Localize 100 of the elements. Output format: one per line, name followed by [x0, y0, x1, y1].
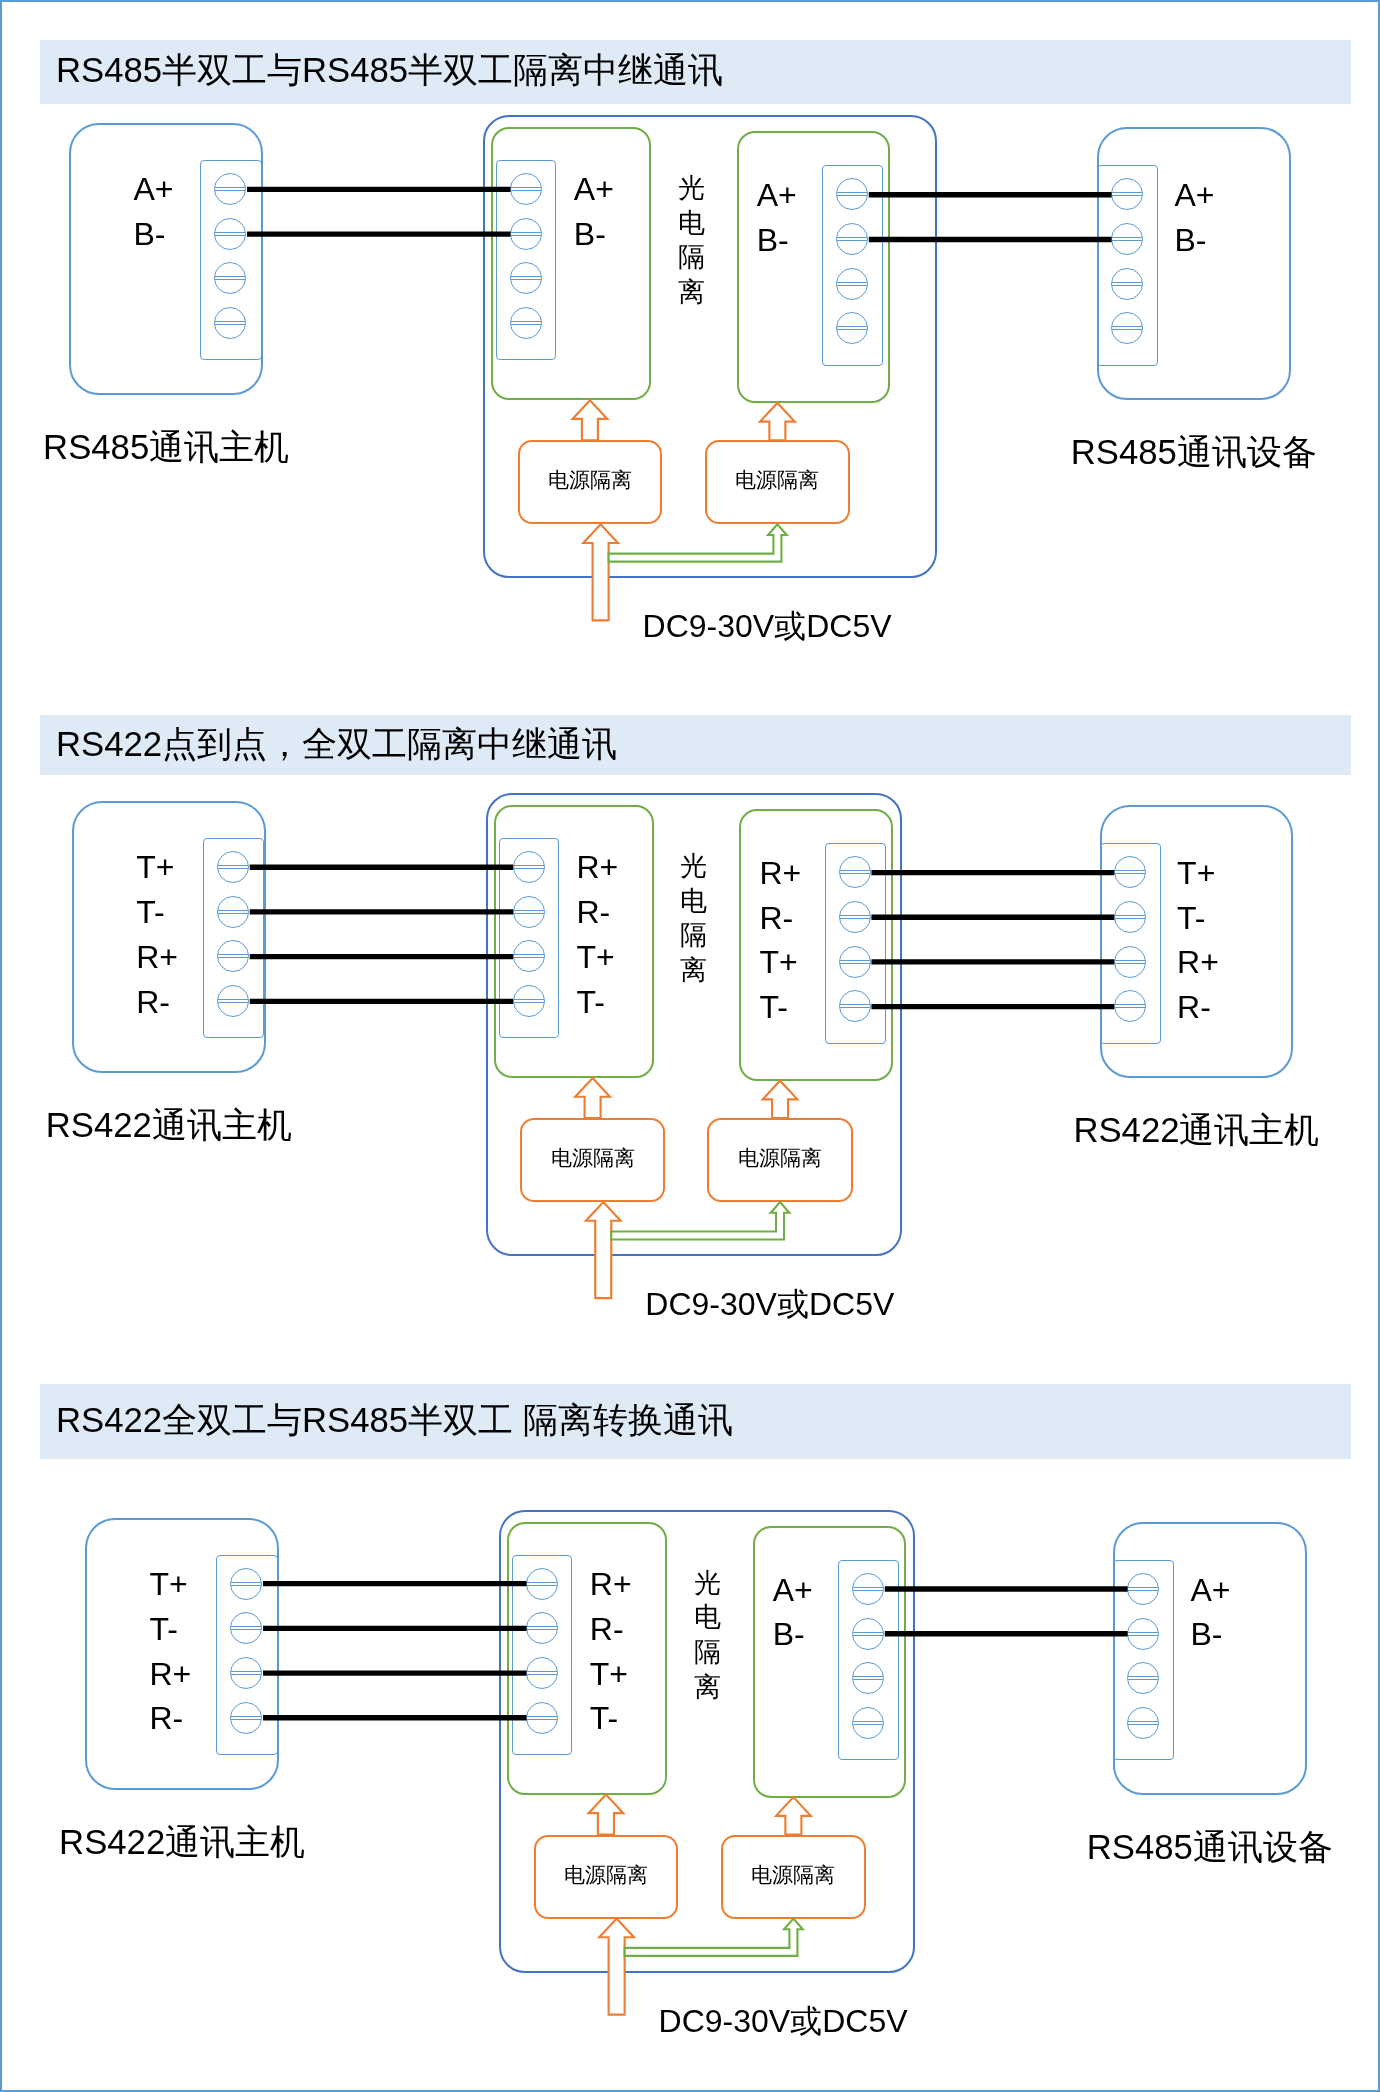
- terminal-label: A+: [133, 173, 174, 206]
- wire: [249, 864, 514, 870]
- terminal-label: R+: [759, 856, 802, 889]
- power-isolation-box: [517, 440, 662, 525]
- screw-terminal: [852, 1617, 885, 1650]
- power-isolation-box: [533, 1835, 678, 1920]
- isolation-label: 光电隔离: [676, 171, 706, 309]
- wire: [871, 869, 1115, 876]
- wire: [263, 1715, 527, 1721]
- power-branch-arrow: [610, 1200, 792, 1241]
- terminal-block: [216, 1554, 278, 1756]
- screw-terminal: [214, 217, 247, 250]
- screw-terminal: [230, 1701, 263, 1734]
- device-caption: RS422通讯主机: [58, 1824, 307, 1860]
- terminal-label: T-: [589, 1702, 619, 1735]
- terminal-label: A+: [772, 1573, 813, 1606]
- terminal-label: A+: [573, 173, 614, 206]
- wire: [249, 998, 514, 1004]
- terminal-block: [499, 838, 560, 1039]
- title-band: [40, 1384, 1351, 1459]
- power-arrow: [596, 1917, 637, 2016]
- terminal-label: R+: [1177, 946, 1219, 979]
- terminal-block: [824, 843, 887, 1044]
- screw-terminal: [836, 223, 869, 256]
- screw-terminal: [1127, 1573, 1160, 1605]
- screw-terminal: [1111, 312, 1144, 345]
- device-caption: RS422通讯主机: [1072, 1113, 1321, 1148]
- wire: [871, 959, 1115, 965]
- device-caption: RS485通讯主机: [42, 429, 291, 465]
- screw-terminal: [230, 1567, 263, 1600]
- terminal-block: [1113, 1560, 1175, 1761]
- power-arrow: [580, 522, 621, 622]
- isolation-side-box: [507, 1521, 668, 1796]
- wire: [263, 1581, 527, 1587]
- screw-terminal: [509, 307, 542, 340]
- screw-terminal: [217, 940, 250, 973]
- box-label: 电源隔离: [734, 470, 821, 492]
- screw-terminal: [836, 267, 869, 300]
- terminal-label: B-: [1174, 223, 1207, 256]
- screw-terminal: [525, 1612, 558, 1645]
- isolation-side-box: [491, 126, 652, 401]
- terminal-label: B-: [772, 1618, 805, 1651]
- screw-terminal: [1111, 223, 1144, 256]
- power-arrow: [583, 1200, 624, 1300]
- terminal-label: A+: [756, 178, 797, 211]
- screw-terminal: [512, 895, 545, 928]
- screw-terminal: [509, 217, 542, 250]
- screw-terminal: [1113, 901, 1146, 934]
- screw-terminal: [525, 1567, 558, 1600]
- device-caption: RS422通讯主机: [44, 1107, 293, 1143]
- screw-terminal: [1111, 178, 1144, 211]
- wire: [868, 236, 1112, 243]
- screw-terminal: [838, 856, 871, 889]
- screw-terminal: [852, 1662, 885, 1695]
- terminal-label: B-: [133, 218, 166, 251]
- terminal-block: [1099, 843, 1162, 1044]
- box-label: 电源隔离: [750, 1865, 837, 1887]
- title-band: [40, 715, 1351, 776]
- isolation-side-box: [739, 808, 893, 1082]
- terminal-label: R-: [149, 1702, 184, 1735]
- terminal-label: T+: [589, 1657, 628, 1690]
- terminal-label: T+: [149, 1568, 188, 1601]
- screw-terminal: [836, 312, 869, 345]
- screw-terminal: [1113, 945, 1146, 978]
- terminal-label: A+: [1174, 178, 1215, 211]
- screw-terminal: [214, 307, 247, 340]
- isolation-side-box: [752, 1525, 907, 1798]
- wire: [247, 231, 511, 237]
- device-caption: RS485通讯设备: [1085, 1829, 1334, 1865]
- heading: RS422点到点，全双工隔离中继通讯: [56, 726, 618, 762]
- screw-terminal: [1127, 1617, 1160, 1650]
- terminal-label: A+: [1190, 1573, 1231, 1606]
- screw-terminal: [1113, 856, 1146, 889]
- screw-terminal: [512, 940, 545, 973]
- isolation-side-box: [493, 804, 654, 1079]
- terminal-block: [512, 1554, 573, 1756]
- terminal-label: T-: [1177, 901, 1206, 934]
- terminal-label: T-: [576, 985, 605, 1018]
- screw-terminal: [838, 990, 871, 1023]
- screw-terminal: [838, 901, 871, 934]
- wire: [249, 909, 514, 915]
- wire: [871, 914, 1115, 920]
- heading: RS422全双工与RS485半双工 隔离转换通讯: [56, 1402, 733, 1438]
- screw-terminal: [852, 1707, 885, 1740]
- power-arrow: [586, 1792, 626, 1836]
- terminal-label: T-: [759, 991, 788, 1023]
- power-arrow: [572, 1076, 613, 1120]
- terminal-label: T-: [149, 1612, 178, 1645]
- box-label: 电源隔离: [737, 1148, 824, 1170]
- power-arrow: [757, 401, 798, 442]
- terminal-label: B-: [573, 218, 606, 251]
- screw-terminal: [509, 262, 542, 295]
- power-isolation-box: [704, 440, 851, 525]
- screw-terminal: [1127, 1662, 1160, 1695]
- power-isolation-box: [520, 1118, 665, 1203]
- screw-terminal: [836, 178, 869, 211]
- screw-terminal: [1111, 267, 1144, 300]
- terminal-label: T+: [136, 851, 175, 884]
- isolation-side-box: [736, 130, 891, 404]
- device-caption: RS485通讯设备: [1069, 435, 1318, 470]
